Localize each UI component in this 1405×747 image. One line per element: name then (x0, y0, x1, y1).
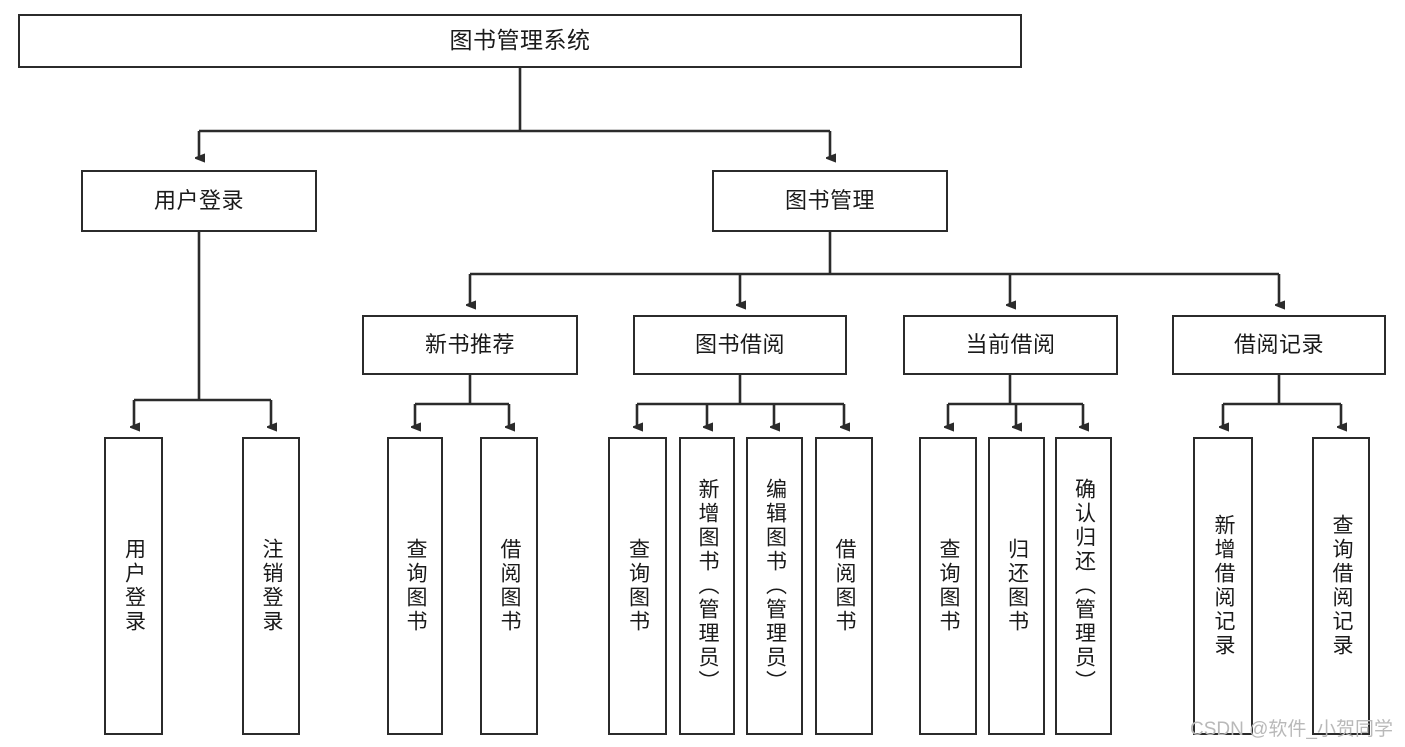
leaf-logout[interactable]: 注销登录 (242, 437, 300, 735)
node-label: 查询图书 (937, 538, 961, 634)
node-label: 图书借阅 (694, 332, 785, 358)
leaf-query-book-recommend[interactable]: 查询图书 (387, 437, 443, 735)
node-label: 用户登录 (153, 188, 244, 214)
node-label: 用户登录 (122, 538, 146, 634)
node-label: 查询图书 (404, 538, 428, 634)
node-label: 编辑图书（管理员） (763, 478, 787, 694)
leaf-borrow-book[interactable]: 借阅图书 (815, 437, 873, 735)
node-label: 新增借阅记录 (1212, 514, 1236, 658)
node-user-login[interactable]: 用户登录 (81, 170, 317, 232)
node-label: 借阅图书 (833, 538, 857, 634)
node-label: 确认归还（管理员） (1072, 478, 1096, 694)
leaf-add-book-admin[interactable]: 新增图书（管理员） (679, 437, 735, 735)
node-current-borrow[interactable]: 当前借阅 (903, 315, 1118, 375)
node-book-borrow[interactable]: 图书借阅 (633, 315, 847, 375)
csdn-watermark: CSDN @软件_小贺同学 (1190, 719, 1393, 740)
node-label: 新增图书（管理员） (696, 478, 720, 694)
leaf-edit-book-admin[interactable]: 编辑图书（管理员） (746, 437, 803, 735)
leaf-add-borrow-record[interactable]: 新增借阅记录 (1193, 437, 1253, 735)
node-label: 注销登录 (260, 538, 284, 634)
node-root-system[interactable]: 图书管理系统 (18, 14, 1022, 68)
node-label: 归还图书 (1005, 538, 1029, 634)
leaf-confirm-return-admin[interactable]: 确认归还（管理员） (1055, 437, 1112, 735)
leaf-user-login[interactable]: 用户登录 (104, 437, 163, 735)
node-label: 新书推荐 (424, 332, 515, 358)
leaf-return-book[interactable]: 归还图书 (988, 437, 1045, 735)
leaf-query-book-current[interactable]: 查询图书 (919, 437, 977, 735)
leaf-query-book-borrow[interactable]: 查询图书 (608, 437, 667, 735)
leaf-borrow-book-recommend[interactable]: 借阅图书 (480, 437, 538, 735)
node-new-book-recommend[interactable]: 新书推荐 (362, 315, 578, 375)
node-label: 查询图书 (626, 538, 650, 634)
leaf-query-borrow-record[interactable]: 查询借阅记录 (1312, 437, 1370, 735)
node-label: 借阅记录 (1233, 332, 1324, 358)
node-label: 借阅图书 (498, 538, 522, 634)
node-book-management[interactable]: 图书管理 (712, 170, 948, 232)
node-borrow-record[interactable]: 借阅记录 (1172, 315, 1386, 375)
node-label: 图书管理 (784, 188, 875, 214)
node-label: 查询借阅记录 (1330, 514, 1354, 658)
node-label: 图书管理系统 (449, 27, 591, 54)
node-label: 当前借阅 (965, 332, 1056, 358)
